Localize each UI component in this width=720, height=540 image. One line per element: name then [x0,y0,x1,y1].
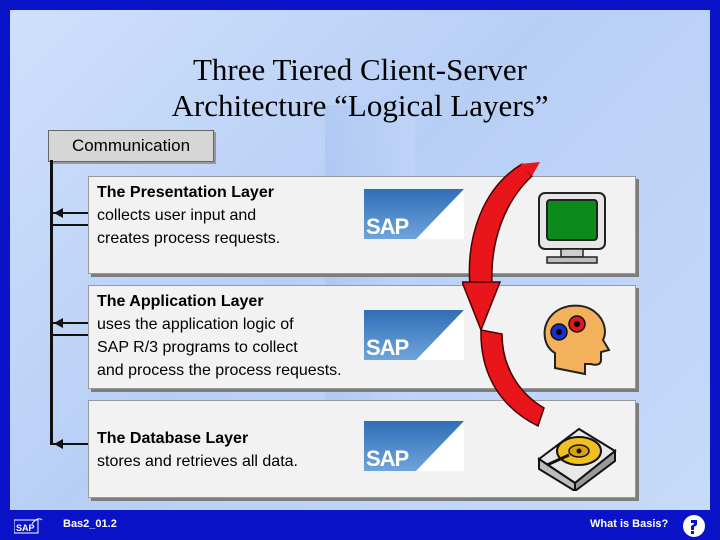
layer-line: stores and retrieves all data. [97,453,298,470]
layer-heading: The Database Layer [97,430,248,447]
sap-footer-logo: SAP [14,516,44,534]
layer-line: SAP R/3 programs to collect [97,339,298,356]
layer-line: creates process requests. [97,230,280,247]
layer-heading: The Application Layer [97,293,264,310]
footer-course-code: Bas2_01.2 [63,518,117,530]
footer-section-title: What is Basis? [590,518,668,530]
sap-logo: SAP [364,421,464,471]
title-line-2: Architecture “Logical Layers” [60,88,660,124]
cycle-arrow-icon [462,158,554,430]
sap-logo: SAP [364,310,464,360]
slide-title: Three Tiered Client-Server Architecture … [60,52,660,124]
connector-application-lower [50,334,88,336]
help-icon[interactable] [683,515,705,537]
arrow-presentation-icon [54,208,63,218]
presentation-layer-text: The Presentation Layer collects user inp… [97,181,280,250]
svg-text:SAP: SAP [16,523,35,533]
communication-label: Communication [48,130,214,162]
layer-line: and process the process requests. [97,362,342,379]
connector-vertical [50,160,53,444]
layer-heading: The Presentation Layer [97,184,274,201]
title-line-1: Three Tiered Client-Server [60,52,660,88]
application-layer-text: The Application Layer uses the applicati… [97,290,342,382]
layer-line: uses the application logic of [97,316,294,333]
arrow-application-icon [54,318,63,328]
database-layer-text: The Database Layer stores and retrieves … [97,427,298,473]
connector-presentation-lower [50,224,88,226]
layer-line: collects user input and [97,207,256,224]
sap-logo: SAP [364,189,464,239]
arrow-database-icon [54,439,63,449]
